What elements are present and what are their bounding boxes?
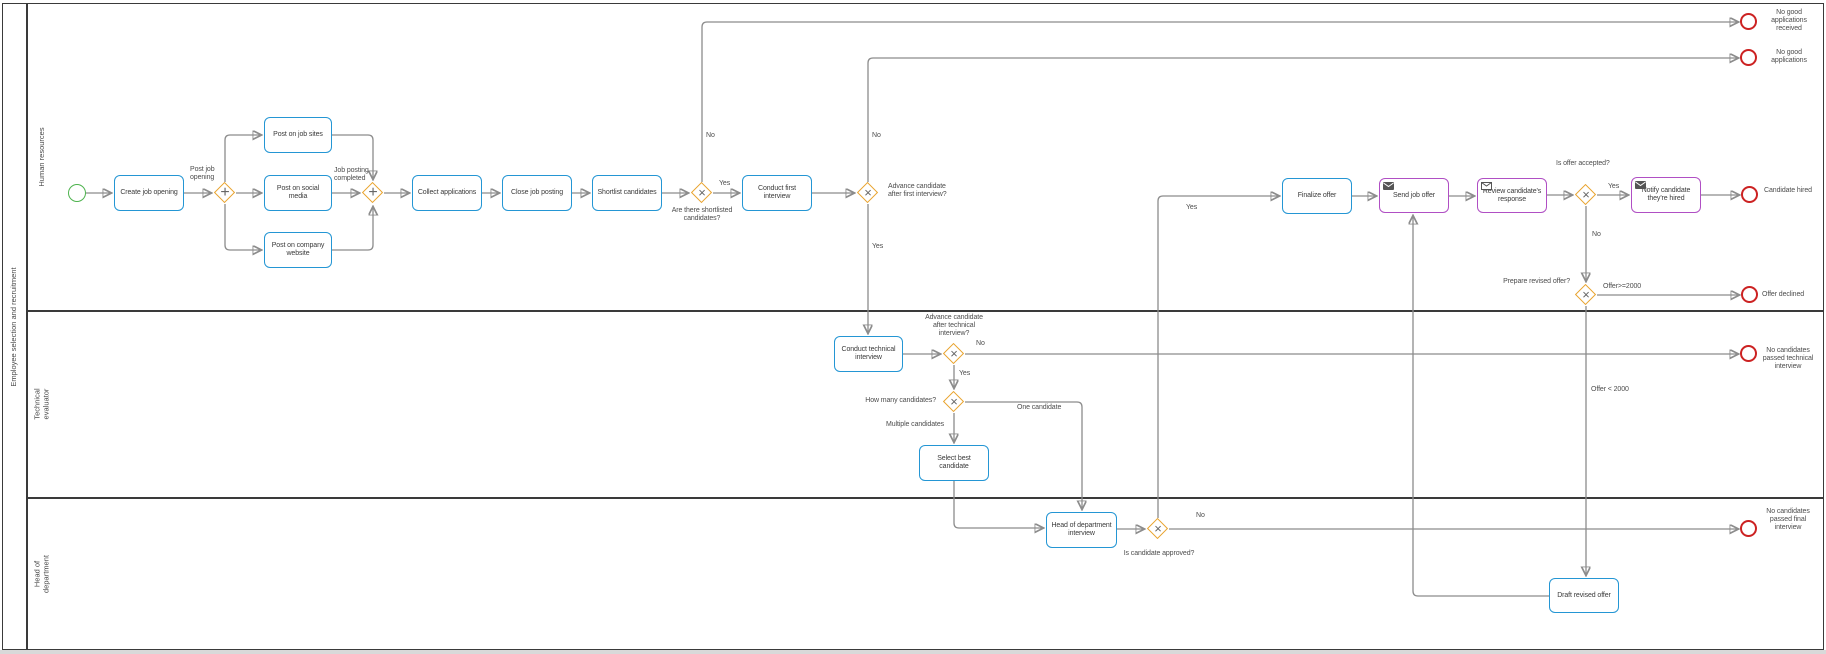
- gateway-shortlisted-candidates[interactable]: ×: [690, 181, 714, 205]
- parallel-gateway-icon: +: [368, 184, 378, 201]
- send-message-icon: [1635, 181, 1646, 189]
- task-send-job-offer[interactable]: Send job offer: [1379, 178, 1449, 213]
- pool-employee-selection: [2, 3, 1824, 650]
- end-event-candidate-hired[interactable]: [1741, 186, 1758, 203]
- label-post-job-opening: Post job opening: [190, 166, 215, 181]
- xor-gateway-icon: ×: [950, 394, 958, 409]
- xor-gateway-icon: ×: [1582, 187, 1590, 202]
- xor-gateway-icon: ×: [864, 185, 872, 200]
- pool-header-divider: [26, 3, 28, 650]
- label-no-candidates-technical: No candidates passed technical interview: [1762, 347, 1814, 370]
- parallel-gateway-icon: +: [220, 184, 230, 201]
- gateway-prepare-revised-offer[interactable]: ×: [1574, 283, 1598, 307]
- label-no: No: [706, 132, 715, 139]
- task-post-on-company-website[interactable]: Post on company website: [264, 232, 332, 268]
- start-event[interactable]: [68, 184, 86, 202]
- gateway-is-candidate-approved[interactable]: ×: [1146, 517, 1170, 541]
- xor-gateway-icon: ×: [950, 346, 958, 361]
- label-advance-after-first: Advance candidate after first interview?: [888, 183, 947, 198]
- gateway-is-offer-accepted[interactable]: ×: [1574, 183, 1598, 207]
- label-no: No: [872, 132, 881, 139]
- label-yes: Yes: [1186, 204, 1198, 211]
- end-event-no-good-applications-received[interactable]: [1740, 13, 1757, 30]
- bottom-edge: [0, 650, 1826, 654]
- gateway-advance-after-technical[interactable]: ×: [942, 342, 966, 366]
- label-are-there-shortlisted: Are there shortlisted candidates?: [671, 207, 733, 222]
- label-how-many-candidates: How many candidates?: [865, 397, 936, 404]
- label-is-candidate-approved: Is candidate approved?: [1123, 550, 1195, 557]
- task-conduct-technical-interview[interactable]: Conduct technical interview: [834, 336, 903, 372]
- label-yes: Yes: [959, 370, 971, 377]
- label-no: No: [976, 340, 985, 347]
- receive-message-icon: [1481, 182, 1492, 190]
- gateway-advance-after-first[interactable]: ×: [856, 181, 880, 205]
- label-yes: Yes: [719, 180, 731, 187]
- xor-gateway-icon: ×: [1154, 521, 1162, 536]
- label-no-good-applications-received: No good applications received: [1771, 9, 1807, 32]
- label-no-good-applications: No good applications: [1771, 49, 1807, 64]
- task-review-candidates-response[interactable]: Review candidate's response: [1477, 178, 1547, 213]
- task-shortlist-candidates[interactable]: Shortlist candidates: [592, 175, 662, 211]
- gateway-parallel-join[interactable]: +: [361, 181, 385, 205]
- gateway-parallel-split[interactable]: +: [213, 181, 237, 205]
- task-collect-applications[interactable]: Collect applications: [412, 175, 482, 211]
- label-one-candidate: One candidate: [1017, 404, 1062, 411]
- label-advance-after-technical: Advance candidate after technical interv…: [925, 314, 983, 337]
- task-create-job-opening[interactable]: Create job opening: [114, 175, 184, 211]
- end-event-no-candidates-final[interactable]: [1740, 520, 1757, 537]
- label-job-posting-completed: Job posting completed: [334, 167, 369, 182]
- gateway-how-many-candidates[interactable]: ×: [942, 390, 966, 414]
- lane-divider-2: [27, 497, 1824, 499]
- label-no-candidates-final: No candidates passed final interview: [1766, 508, 1810, 531]
- label-prepare-revised-offer: Prepare revised offer?: [1503, 278, 1570, 285]
- task-draft-revised-offer[interactable]: Draft revised offer: [1549, 578, 1619, 613]
- lane-divider-1: [27, 310, 1824, 312]
- label-offer-lt-2000: Offer < 2000: [1591, 386, 1629, 393]
- end-event-offer-declined[interactable]: [1741, 286, 1758, 303]
- end-event-no-candidates-technical[interactable]: [1740, 345, 1757, 362]
- label-is-offer-accepted: Is offer accepted?: [1556, 160, 1610, 167]
- task-finalize-offer[interactable]: Finalize offer: [1282, 178, 1352, 214]
- task-post-on-social-media[interactable]: Post on social media: [264, 175, 332, 211]
- task-head-of-department-interview[interactable]: Head of department interview: [1046, 512, 1117, 548]
- task-conduct-first-interview[interactable]: Conduct first interview: [742, 175, 812, 211]
- label-no: No: [1196, 512, 1205, 519]
- task-select-best-candidate[interactable]: Select best candidate: [919, 445, 989, 481]
- send-message-icon: [1383, 182, 1394, 190]
- task-post-on-job-sites[interactable]: Post on job sites: [264, 117, 332, 153]
- label-offer-declined: Offer declined: [1762, 291, 1805, 298]
- end-event-no-good-applications[interactable]: [1740, 49, 1757, 66]
- xor-gateway-icon: ×: [698, 185, 706, 200]
- task-close-job-posting[interactable]: Close job posting: [502, 175, 572, 211]
- xor-gateway-icon: ×: [1582, 287, 1590, 302]
- task-notify-candidate-hired[interactable]: Notify candidate they're hired: [1631, 177, 1701, 213]
- label-multiple-candidates: Multiple candidates: [886, 421, 945, 428]
- label-offer-gte-2000: Offer>=2000: [1603, 283, 1642, 290]
- label-yes: Yes: [1608, 183, 1620, 190]
- label-yes: Yes: [872, 243, 884, 250]
- label-no: No: [1592, 231, 1601, 238]
- label-candidate-hired: Candidate hired: [1764, 187, 1812, 194]
